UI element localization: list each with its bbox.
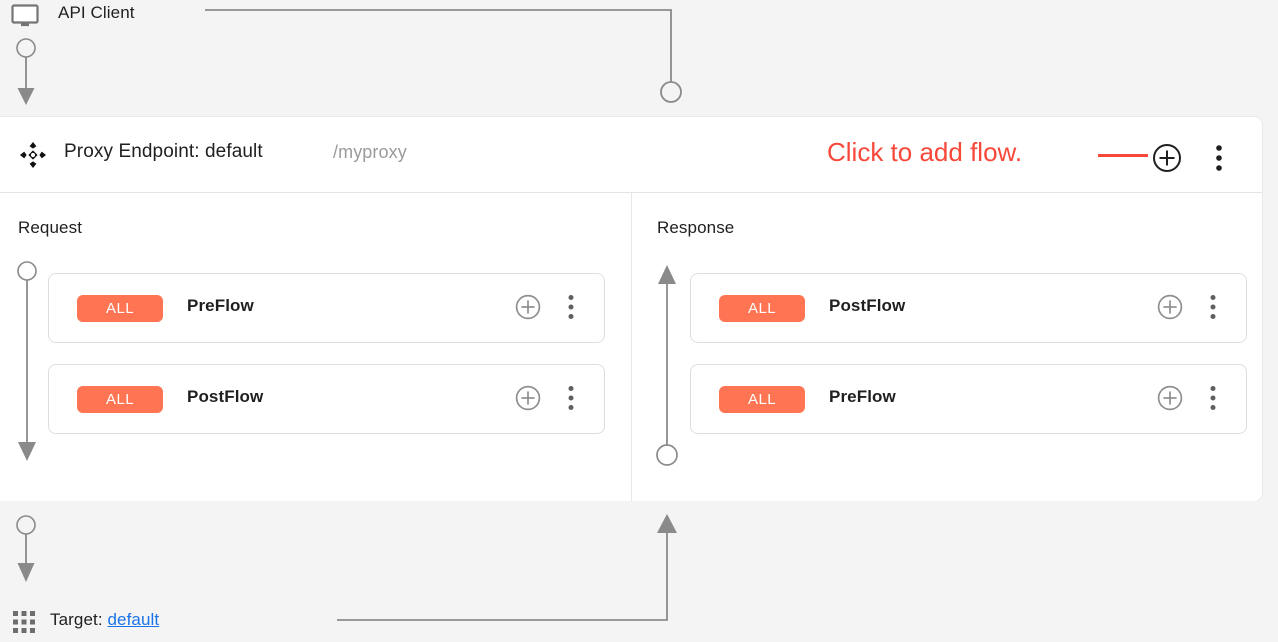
more-vert-icon[interactable] (1209, 143, 1229, 173)
top-connectors (16, 9, 682, 105)
add-step-button[interactable] (1157, 294, 1183, 320)
flow-method-badge: ALL (719, 386, 805, 413)
more-vert-icon[interactable] (562, 293, 580, 321)
add-flow-button[interactable] (1152, 143, 1182, 173)
flow-card[interactable]: ALL PostFlow (690, 273, 1247, 343)
more-vert-icon[interactable] (1204, 293, 1222, 321)
request-flow-list: ALL PreFlow (48, 273, 605, 455)
flow-columns: Request ALL PreFlow (0, 193, 1262, 501)
target-link[interactable]: default (107, 610, 160, 629)
request-column: Request ALL PreFlow (0, 193, 631, 501)
annotation-text: Click to add flow. (827, 137, 1023, 167)
apps-grid-icon (13, 611, 35, 633)
request-flow-direction-arrow (8, 261, 48, 471)
add-step-button[interactable] (515, 294, 541, 320)
flow-name: PostFlow (187, 387, 264, 406)
monitor-icon (11, 4, 39, 28)
page-title: Proxy Endpoint: default (64, 141, 263, 162)
api-client-band: API Client (0, 0, 1278, 117)
target-band: Target: default (0, 501, 1278, 642)
flow-name: PreFlow (187, 296, 254, 315)
response-flow-direction-arrow (648, 261, 688, 471)
response-column: Response ALL PostFlow (631, 193, 1263, 501)
more-vert-icon[interactable] (1204, 384, 1222, 412)
flow-card[interactable]: ALL PreFlow (48, 273, 605, 343)
proxy-endpoint-header: Proxy Endpoint: default /myproxy Click t… (0, 117, 1262, 193)
flow-name: PreFlow (829, 387, 896, 406)
proxy-endpoint-panel: Proxy Endpoint: default /myproxy Click t… (0, 117, 1262, 501)
annotation-pointer-line (1098, 154, 1148, 157)
endpoint-base-path: /myproxy (333, 142, 407, 162)
flow-name: PostFlow (829, 296, 906, 315)
target-label: Target: (50, 610, 103, 629)
flow-method-badge: ALL (77, 295, 163, 322)
more-vert-icon[interactable] (562, 384, 580, 412)
flow-method-badge: ALL (77, 386, 163, 413)
bottom-connectors (16, 514, 677, 621)
request-column-title: Request (18, 218, 83, 237)
response-flow-list: ALL PostFlow (690, 273, 1247, 455)
add-step-button[interactable] (515, 385, 541, 411)
flow-method-badge: ALL (719, 295, 805, 322)
response-column-title: Response (657, 218, 735, 237)
flow-card[interactable]: ALL PreFlow (690, 364, 1247, 434)
api-client-label: API Client (58, 3, 135, 22)
flow-card[interactable]: ALL PostFlow (48, 364, 605, 434)
target-label-group: Target: default (50, 610, 159, 630)
move-drag-icon[interactable] (20, 142, 46, 168)
add-step-button[interactable] (1157, 385, 1183, 411)
